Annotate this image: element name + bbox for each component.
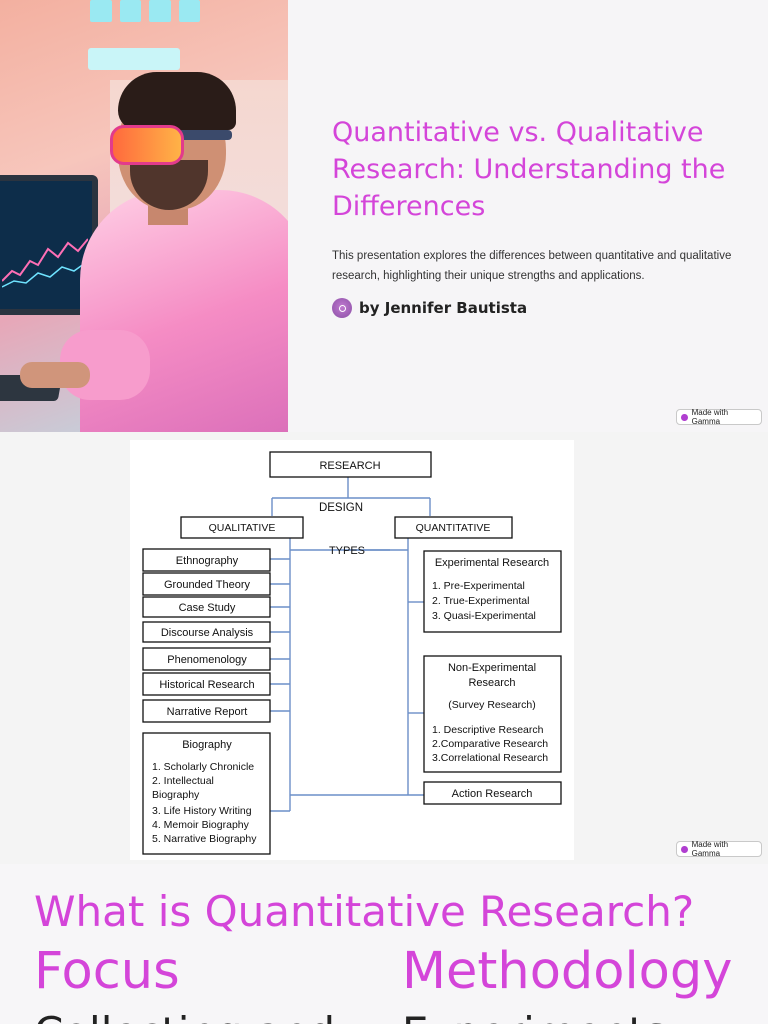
- gamma-logo-icon: [681, 845, 688, 853]
- biography-line: 1. Scholarly Chronicle: [152, 761, 254, 773]
- non-experimental-title: Research: [468, 677, 515, 689]
- biography-line: Biography: [152, 789, 200, 801]
- monitor-image: [0, 175, 98, 315]
- title-slide: Quantitative vs. Qualitative Research: U…: [0, 0, 768, 432]
- qual-item: Discourse Analysis: [161, 627, 254, 639]
- non-experimental-subtitle: (Survey Research): [448, 699, 536, 711]
- focus-text: Collecting and: [34, 1008, 335, 1024]
- slide-title: Quantitative vs. Qualitative Research: U…: [332, 117, 726, 222]
- qual-item: Historical Research: [159, 679, 254, 691]
- diagram-root-label: RESEARCH: [319, 460, 380, 472]
- biography-line: 4. Memoir Biography: [152, 819, 250, 831]
- biography-line: 2. Intellectual: [152, 775, 214, 787]
- action-research-label: Action Research: [452, 788, 533, 800]
- diagram-qualitative-label: QUALITATIVE: [209, 522, 276, 534]
- experimental-title: Experimental Research: [435, 557, 549, 569]
- qual-item: Narrative Report: [167, 706, 248, 718]
- author-line: by Jennifer Bautista: [332, 298, 527, 318]
- scientist-photo: [0, 0, 288, 432]
- methodology-heading: Methodology: [402, 942, 733, 1001]
- qual-item: Case Study: [179, 602, 236, 614]
- made-with-gamma-badge[interactable]: Made with Gamma: [676, 408, 762, 426]
- non-experimental-line: 2.Comparative Research: [432, 738, 548, 750]
- biography-line: 5. Narrative Biography: [152, 833, 257, 845]
- made-with-gamma-badge[interactable]: Made with Gamma: [676, 840, 762, 858]
- slide-description: This presentation explores the differenc…: [332, 250, 732, 282]
- qual-item: Ethnography: [176, 555, 239, 567]
- diagram-types-label: TYPES: [329, 545, 365, 557]
- non-experimental-line: 1. Descriptive Research: [432, 724, 544, 736]
- author-avatar: [332, 298, 352, 318]
- badge-label: Made with Gamma: [691, 840, 729, 858]
- methodology-text: Experiments,: [402, 1008, 680, 1024]
- author-name: by Jennifer Bautista: [359, 299, 528, 317]
- experimental-line: 1. Pre-Experimental: [432, 580, 525, 592]
- diagram-slide: RESEARCH DESIGN TYPES QUALITATIVE QUANTI…: [0, 432, 768, 864]
- gamma-logo-icon: [681, 413, 688, 421]
- research-design-diagram: RESEARCH DESIGN TYPES QUALITATIVE QUANTI…: [130, 440, 574, 860]
- qual-item: Grounded Theory: [164, 579, 251, 591]
- goggles-image: [110, 125, 184, 165]
- experimental-line: 2. True-Experimental: [432, 595, 529, 607]
- biography-title: Biography: [182, 739, 232, 751]
- biography-line: 3. Life History Writing: [152, 805, 252, 817]
- slide-title: What is Quantitative Research?: [34, 887, 695, 936]
- qual-item: Phenomenology: [167, 654, 247, 666]
- diagram-quantitative-label: QUANTITATIVE: [416, 522, 491, 534]
- experimental-line: 3. Quasi-Experimental: [432, 610, 536, 622]
- diagram-design-label: DESIGN: [319, 502, 363, 514]
- badge-label: Made with Gamma: [691, 408, 729, 426]
- quantitative-slide: What is Quantitative Research? Focus Met…: [0, 864, 768, 1024]
- focus-heading: Focus: [34, 942, 180, 1001]
- non-experimental-title: Non-Experimental: [448, 662, 536, 674]
- non-experimental-line: 3.Correlational Research: [432, 752, 548, 764]
